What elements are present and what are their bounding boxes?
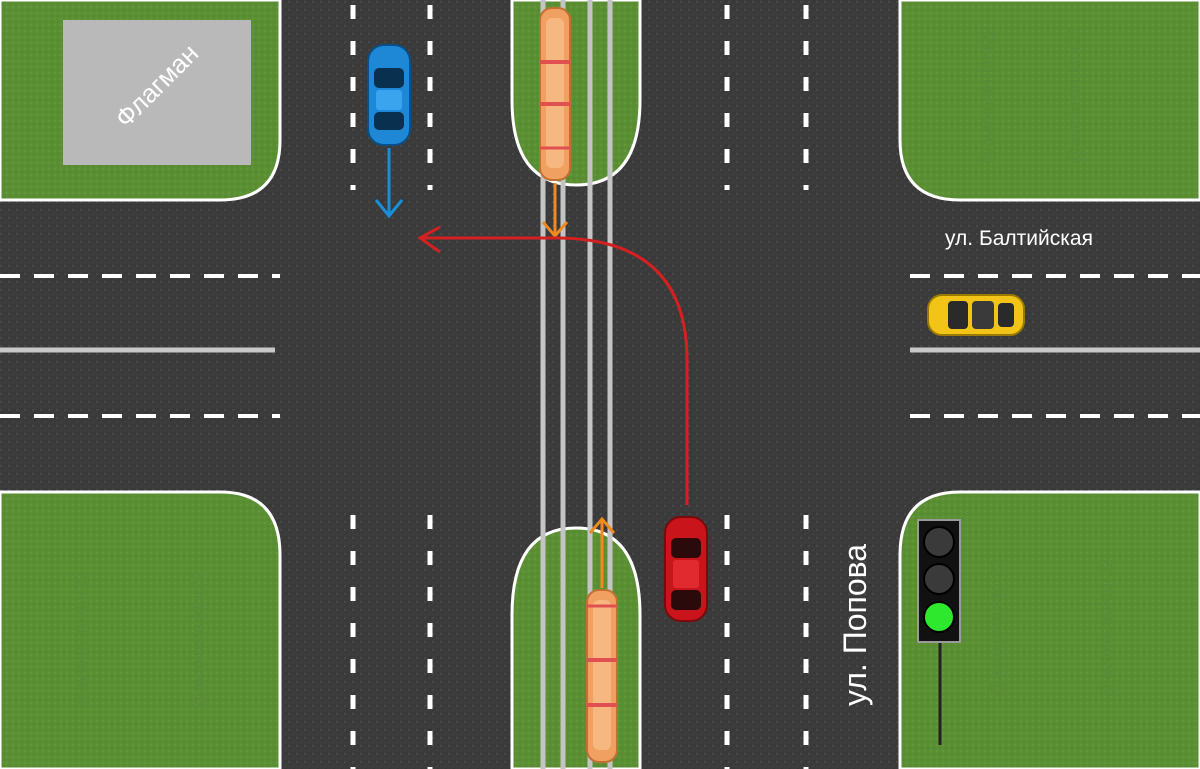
traffic-light-red-lamp [923, 526, 955, 558]
arrow-blue-car-straight [374, 148, 404, 219]
median-island-bottom [510, 526, 642, 769]
tram-southbound [539, 7, 571, 181]
watermark: @avtoinstruktor22 [188, 571, 207, 709]
traffic-light [917, 519, 961, 745]
watermark: @avtoinstruktor22 [978, 26, 997, 164]
grass-bottom-left [0, 490, 282, 769]
traffic-light-yellow-lamp [923, 563, 955, 595]
grass-top-right [898, 0, 1200, 202]
arrow-tram-south [541, 183, 569, 239]
tram-northbound [586, 589, 618, 763]
lane-markings-vertical [350, 5, 809, 769]
arrow-tram-north [588, 516, 616, 588]
watermark: @avtoinstruktor22 [71, 571, 90, 709]
watermark: @avtoinstruktor22 [987, 559, 1006, 697]
watermark: @avtoinstruktor22 [1097, 559, 1116, 697]
building-flagman [63, 20, 251, 165]
car-blue [367, 44, 411, 146]
car-red [664, 516, 708, 622]
arrow-red-car-left-turn [417, 225, 689, 505]
grass-bottom-right [898, 490, 1200, 769]
lane-markings-horizontal [0, 274, 1200, 418]
car-yellow [927, 294, 1025, 336]
watermark: @avtoinstruktor22 [1065, 26, 1084, 164]
street-label-popova: ул. Попова [837, 544, 873, 706]
watermarks: @avtoinstruktor22 @avtoinstruktor22 @avt… [71, 26, 1116, 709]
median-island-top [510, 0, 642, 187]
traffic-light-green-lamp [923, 601, 955, 633]
street-label-baltiyskaya: ул. Балтийская [945, 227, 1093, 250]
